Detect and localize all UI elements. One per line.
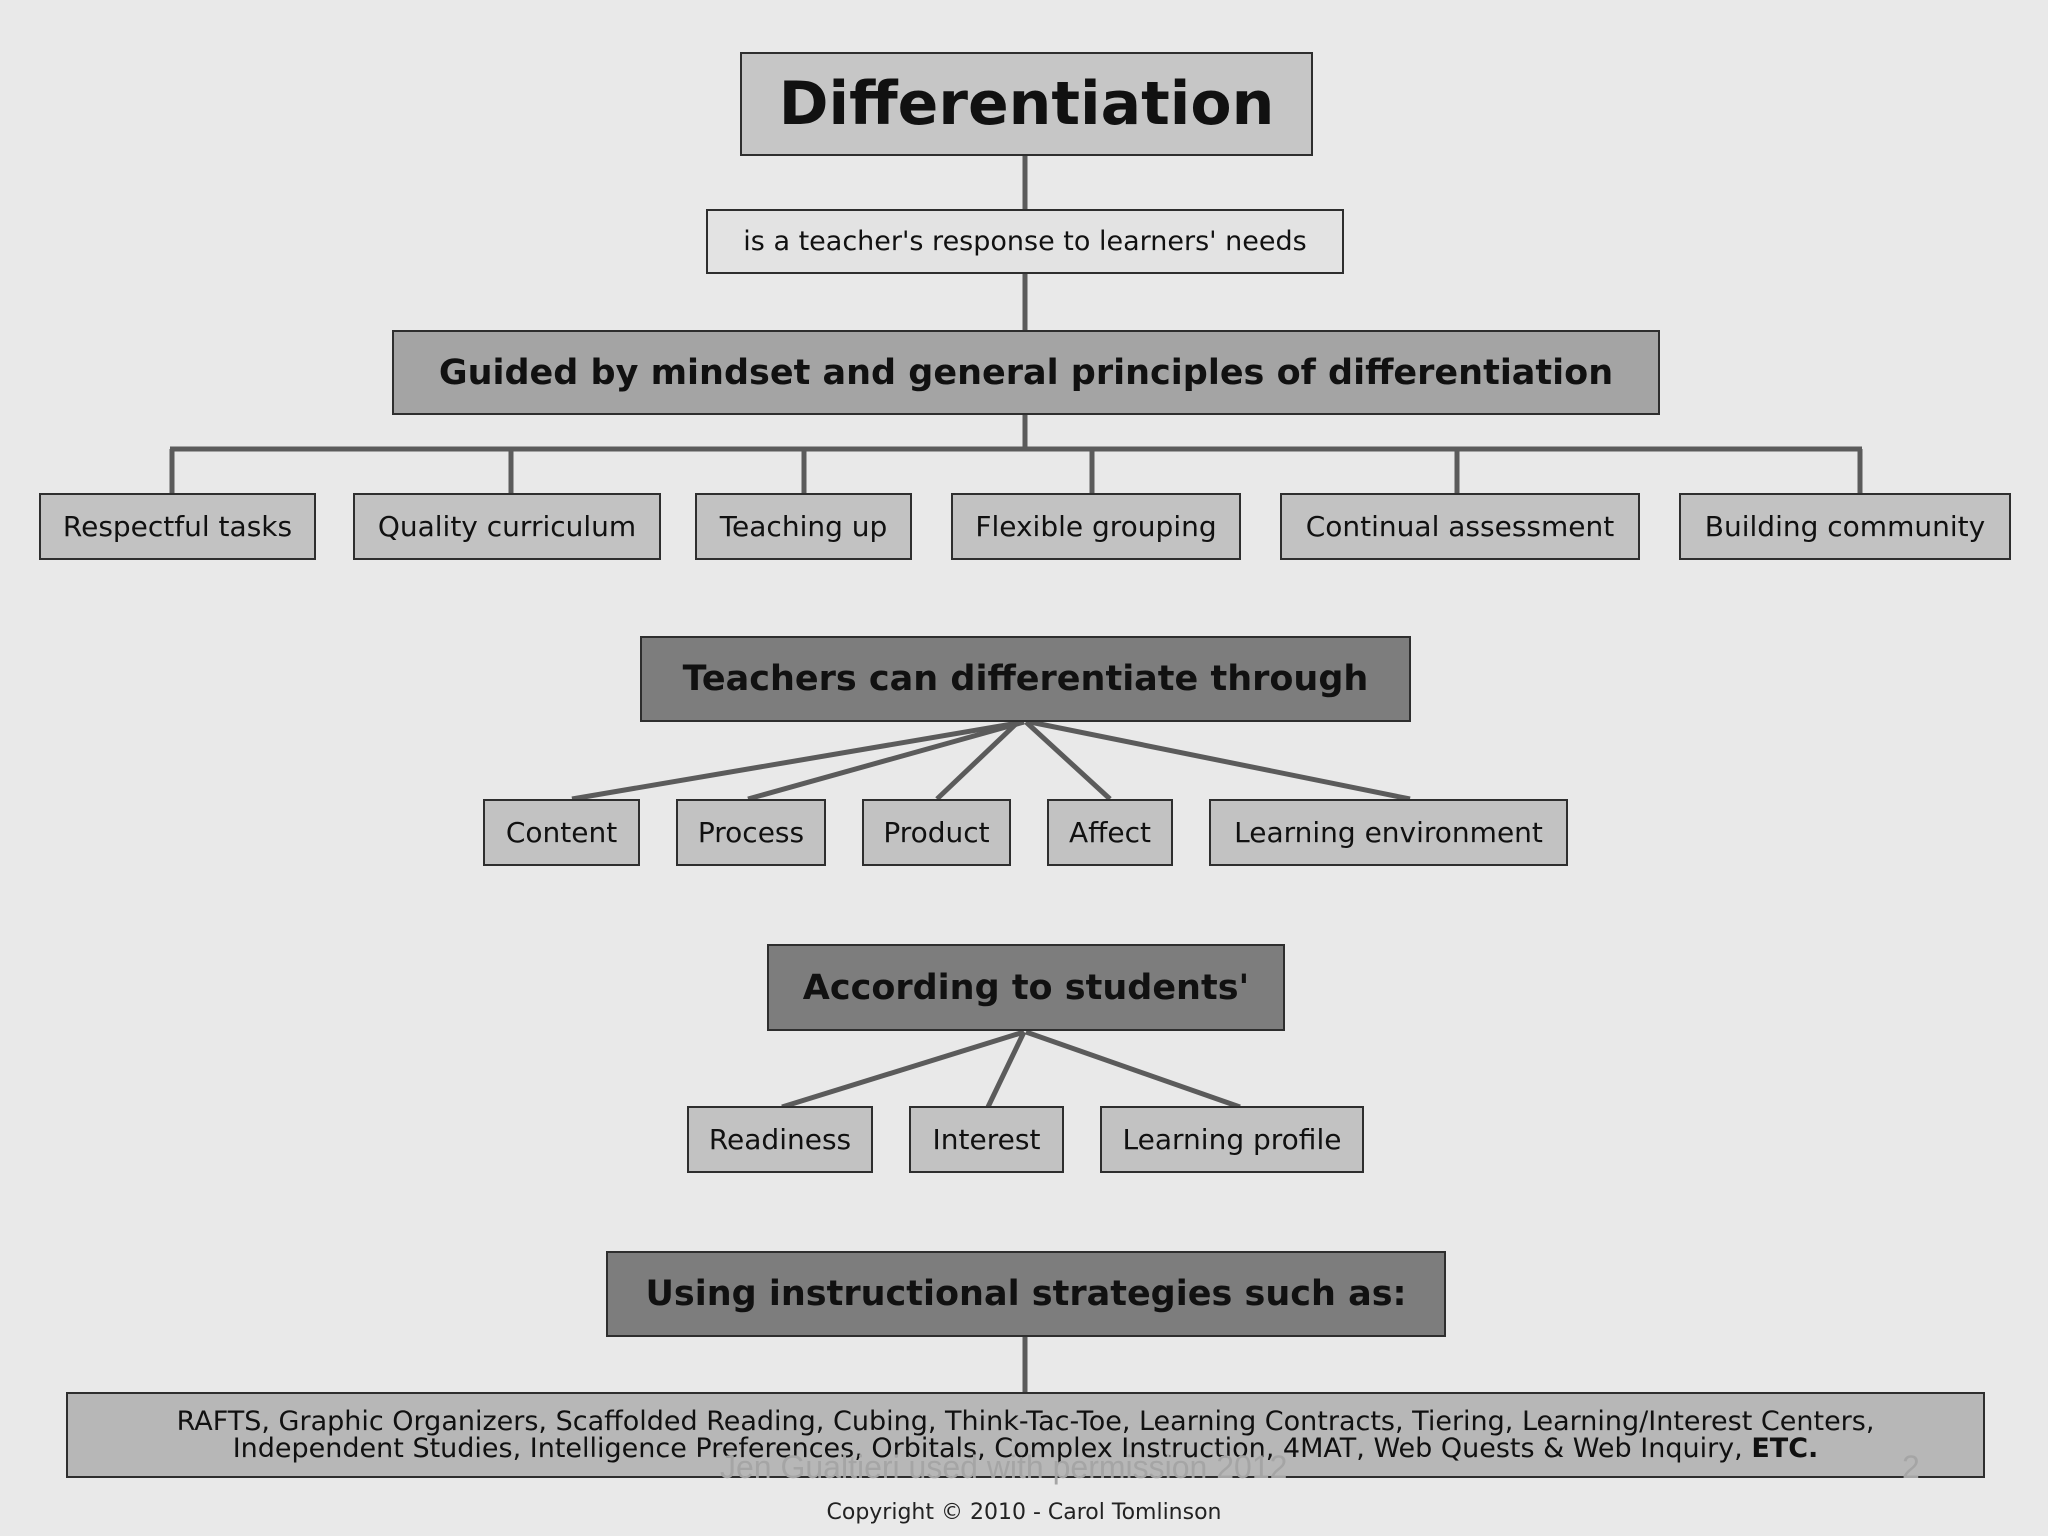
- connector-through-product: [935, 720, 1020, 801]
- principle-respectful-tasks: Respectful tasks: [39, 493, 316, 560]
- strategies-line-2-text: Independent Studies, Intelligence Prefer…: [232, 1433, 1743, 1464]
- strategies-header: Using instructional strategies such as:: [606, 1251, 1446, 1337]
- principle-teaching-up: Teaching up: [695, 493, 912, 560]
- connector-through-process: [747, 719, 1025, 802]
- definition-box: is a teacher's response to learners' nee…: [706, 209, 1344, 274]
- connector-through-content: [571, 719, 1025, 802]
- strategies-line-1: RAFTS, Graphic Organizers, Scaffolded Re…: [176, 1406, 1875, 1437]
- according-interest: Interest: [909, 1106, 1064, 1173]
- through-content: Content: [483, 799, 640, 866]
- strategies-etc: ETC.: [1751, 1433, 1819, 1464]
- principle-building-community: Building community: [1679, 493, 2011, 560]
- through-product: Product: [862, 799, 1011, 866]
- principles-header: Guided by mindset and general principles…: [392, 330, 1660, 415]
- connector-through-environment: [1029, 719, 1411, 802]
- copyright: Copyright © 2010 - Carol Tomlinson: [826, 1500, 1222, 1525]
- connector-according-readiness: [781, 1029, 1025, 1110]
- through-learning-environment: Learning environment: [1209, 799, 1568, 866]
- page-number: 2: [1902, 1449, 1920, 1485]
- connector-according-interest: [985, 1030, 1027, 1109]
- according-learning-profile: Learning profile: [1100, 1106, 1364, 1173]
- through-header: Teachers can differentiate through: [640, 636, 1411, 722]
- through-process: Process: [676, 799, 826, 866]
- principle-continual-assessment: Continual assessment: [1280, 493, 1640, 560]
- strategies-list: RAFTS, Graphic Organizers, Scaffolded Re…: [66, 1392, 1985, 1478]
- through-affect: Affect: [1047, 799, 1173, 866]
- principle-quality-curriculum: Quality curriculum: [353, 493, 661, 560]
- according-header: According to students': [767, 944, 1285, 1031]
- connector-according-profile: [1025, 1029, 1241, 1110]
- watermark: Jen Gualtieri used with permission 2012: [720, 1449, 1288, 1485]
- according-readiness: Readiness: [687, 1106, 873, 1173]
- diagram-title: Differentiation: [740, 52, 1313, 156]
- connector-through-affect: [1024, 720, 1112, 801]
- principle-flexible-grouping: Flexible grouping: [951, 493, 1241, 560]
- strategies-line-2: Independent Studies, Intelligence Prefer…: [233, 1435, 1819, 1462]
